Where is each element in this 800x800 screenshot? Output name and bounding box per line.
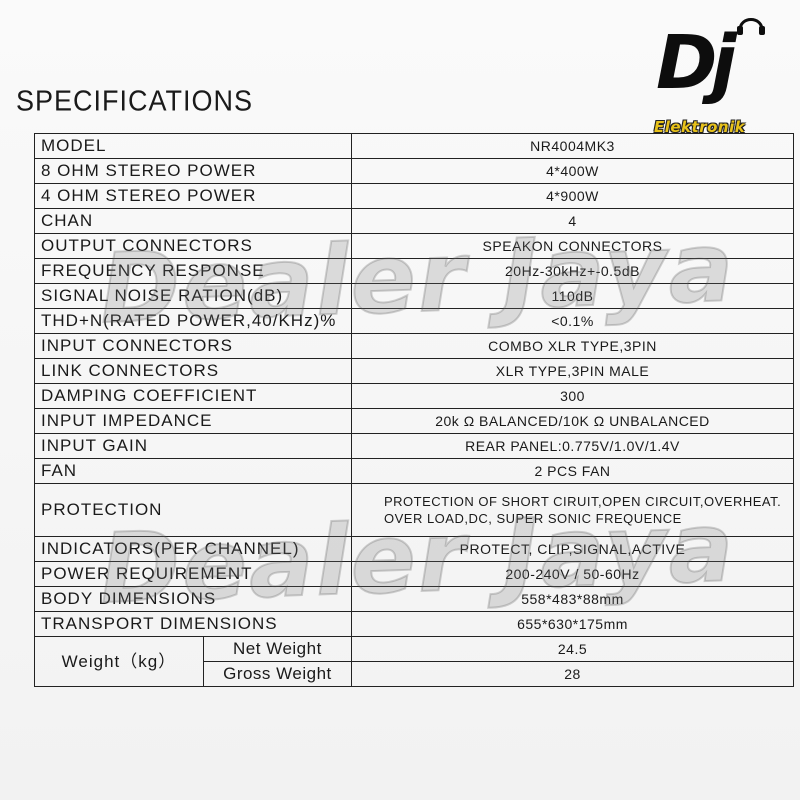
row-label: SIGNAL NOISE RATION(dB) xyxy=(34,283,352,309)
row-value: 110dB xyxy=(351,283,794,309)
table-row: INDICATORS(PER CHANNEL)PROTECT, CLIP,SIG… xyxy=(34,536,794,562)
headphones-icon xyxy=(737,18,765,35)
row-value: 4*900W xyxy=(351,183,794,209)
table-row: PROTECTION PROTECTION OF SHORT CIRUIT,OP… xyxy=(34,483,794,537)
table-row: Weight（kg） Net Weight 24.5 xyxy=(34,636,794,687)
row-label: PROTECTION xyxy=(34,483,352,537)
row-label: 8 OHM STEREO POWER xyxy=(34,158,352,184)
weight-label: Weight（kg） xyxy=(34,636,204,687)
dj-elektronik-logo: Dj Elektronik xyxy=(648,8,798,138)
net-weight-label: Net Weight xyxy=(202,636,353,662)
table-row: THD+N(RATED POWER,40/KHz)%<0.1% xyxy=(34,308,794,334)
page-title: SPECIFICATIONS xyxy=(16,85,254,117)
row-value: 200-240V / 50-60Hz xyxy=(351,561,794,587)
row-label: LINK CONNECTORS xyxy=(34,358,352,384)
row-value: 655*630*175mm xyxy=(351,611,794,637)
row-label: FAN xyxy=(34,458,352,484)
row-value: XLR TYPE,3PIN MALE xyxy=(351,358,794,384)
table-row: SIGNAL NOISE RATION(dB)110dB xyxy=(34,283,794,309)
gross-weight-value: 28 xyxy=(351,661,794,687)
row-value: PROTECT, CLIP,SIGNAL,ACTIVE xyxy=(351,536,794,562)
row-value: 300 xyxy=(351,383,794,409)
row-label: THD+N(RATED POWER,40/KHz)% xyxy=(34,308,352,334)
row-value: 4 xyxy=(351,208,794,234)
protection-line: PROTECTION OF SHORT CIRUIT,OPEN CIRCUIT,… xyxy=(384,494,782,509)
row-label: MODEL xyxy=(34,133,352,159)
row-label: INDICATORS(PER CHANNEL) xyxy=(34,536,352,562)
logo-sub-text: Elektronik xyxy=(654,118,746,136)
row-label: BODY DIMENSIONS xyxy=(34,586,352,612)
protection-line: OVER LOAD,DC, SUPER SONIC FREQUENCE xyxy=(384,511,682,526)
row-value: SPEAKON CONNECTORS xyxy=(351,233,794,259)
row-label: OUTPUT CONNECTORS xyxy=(34,233,352,259)
row-value: <0.1% xyxy=(351,308,794,334)
row-label: INPUT GAIN xyxy=(34,433,352,459)
row-label: 4 OHM STEREO POWER xyxy=(34,183,352,209)
row-value: COMBO XLR TYPE,3PIN xyxy=(351,333,794,359)
row-value: 2 PCS FAN xyxy=(351,458,794,484)
row-label: DAMPING COEFFICIENT xyxy=(34,383,352,409)
row-value: REAR PANEL:0.775V/1.0V/1.4V xyxy=(351,433,794,459)
row-label: CHAN xyxy=(34,208,352,234)
row-label: POWER REQUIREMENT xyxy=(34,561,352,587)
row-value: 4*400W xyxy=(351,158,794,184)
row-value: NR4004MK3 xyxy=(351,133,794,159)
row-value: PROTECTION OF SHORT CIRUIT,OPEN CIRCUIT,… xyxy=(351,483,794,537)
row-label: INPUT CONNECTORS xyxy=(34,333,352,359)
logo-main-text: Dj xyxy=(656,20,737,106)
net-weight-value: 24.5 xyxy=(351,636,794,662)
row-value: 558*483*88mm xyxy=(351,586,794,612)
row-label: INPUT IMPEDANCE xyxy=(34,408,352,434)
row-value: 20k Ω BALANCED/10K Ω UNBALANCED xyxy=(351,408,794,434)
row-value: 20Hz-30kHz+-0.5dB xyxy=(351,258,794,284)
table-row: Gross Weight 28 xyxy=(35,661,794,687)
row-label: TRANSPORT DIMENSIONS xyxy=(34,611,352,637)
gross-weight-label: Gross Weight xyxy=(202,661,353,687)
row-label: FREQUENCY RESPONSE xyxy=(34,258,352,284)
